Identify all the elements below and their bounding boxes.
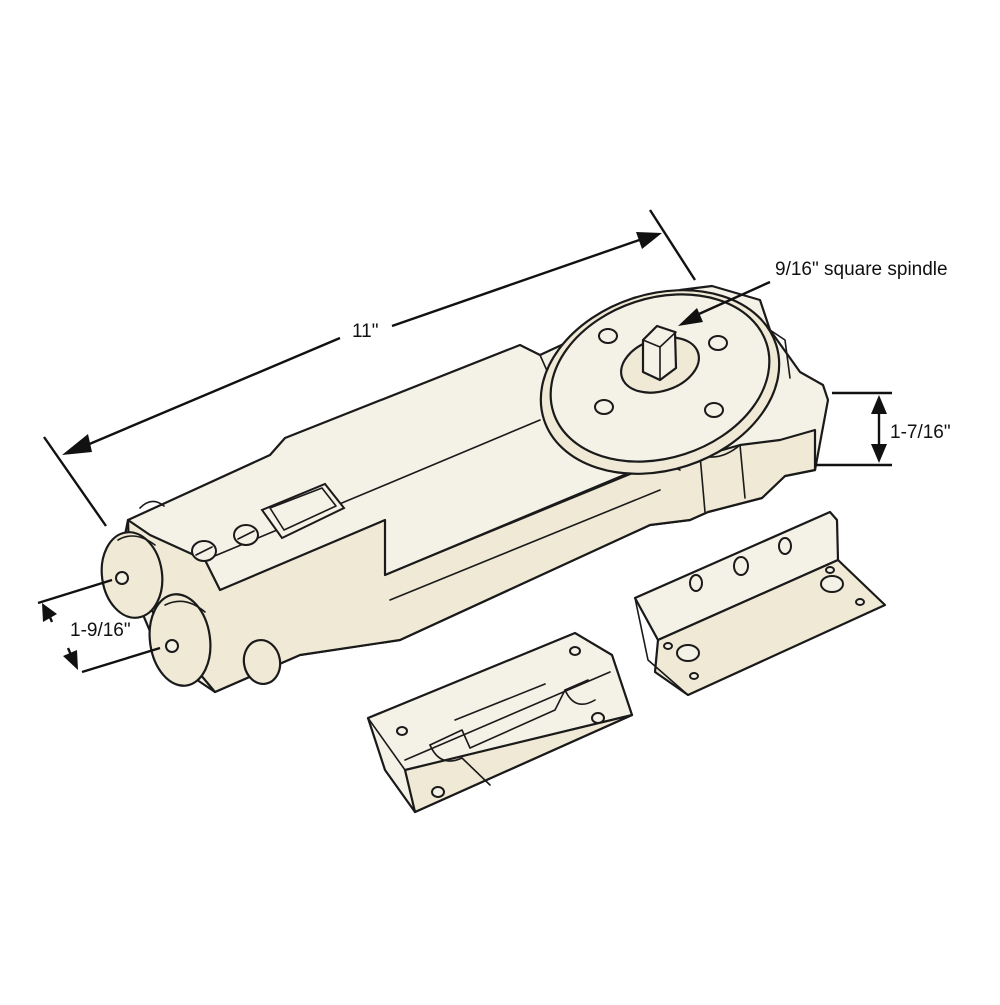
spindle-label: 9/16" square spindle (775, 259, 948, 280)
dimension-length (43, 209, 697, 527)
pivot-bracket (366, 631, 634, 814)
width-label: 1-9/16" (70, 620, 131, 641)
spindle-leader (678, 280, 771, 326)
square-spindle (641, 324, 678, 382)
dimension-height (815, 391, 892, 467)
angle-bracket (633, 510, 887, 697)
length-label: 11" (352, 321, 379, 342)
height-label: 1-7/16" (890, 422, 951, 443)
dimension-width (37, 578, 161, 674)
